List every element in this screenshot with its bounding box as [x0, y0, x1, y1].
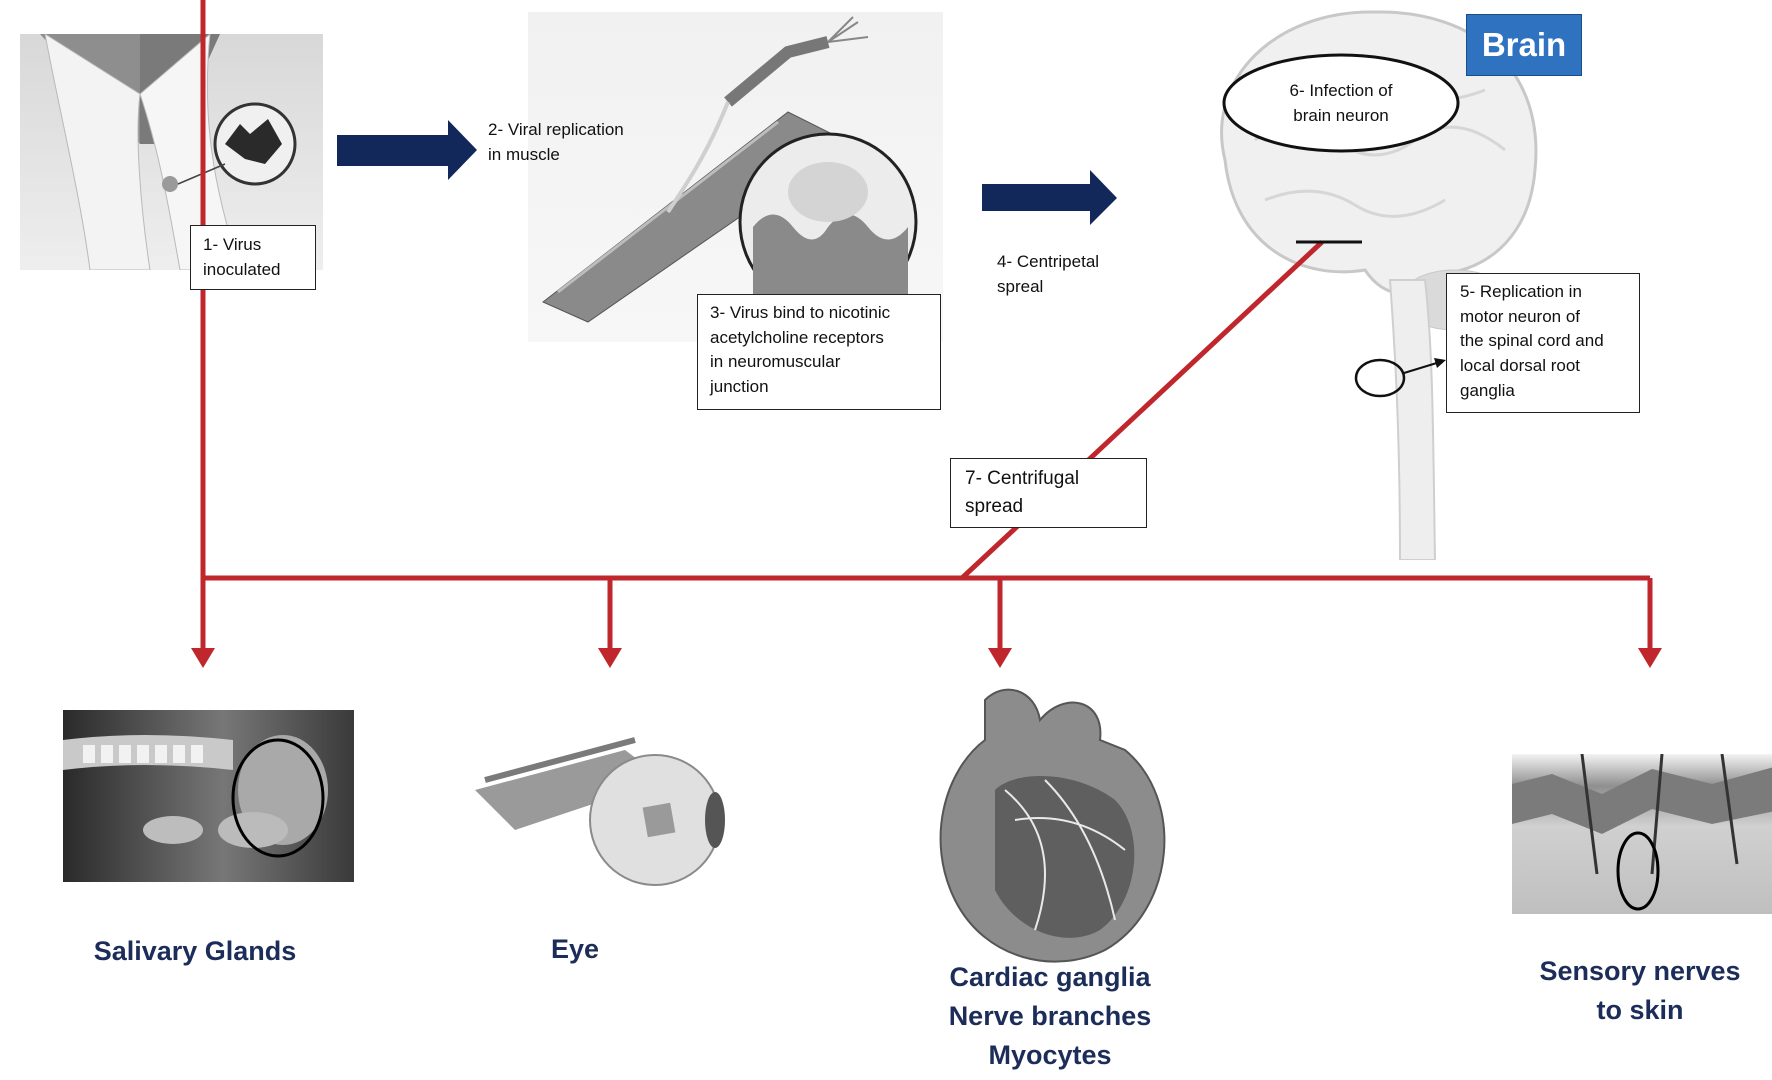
skin-line2: to skin: [1596, 995, 1684, 1026]
step-4-label: 4- Centripetal spreal: [997, 250, 1099, 299]
step-6-line1: 6- Infection of: [1289, 81, 1393, 100]
step-5-line5: ganglia: [1460, 380, 1515, 400]
muscle-nmj-illustration: [528, 12, 943, 342]
step-3-line1: 3- Virus bind to nicotinic: [710, 303, 891, 322]
step-2-line1: 2- Viral replication: [488, 120, 624, 139]
skin-title: Sensory nerves to skin: [1500, 952, 1772, 1030]
arrow-to-muscle: [337, 120, 477, 180]
step-1-label: 1- Virus inoculated: [190, 225, 316, 290]
heart-drawing: [939, 688, 1166, 963]
spinal-cord-circle: [1354, 358, 1406, 398]
skin-line1: Sensory nerves: [1539, 956, 1741, 986]
step-3-label: 3- Virus bind to nicotinic acetylcholine…: [697, 294, 941, 410]
eye-image: [475, 720, 735, 895]
step-4-line1: 4- Centripetal: [997, 252, 1100, 271]
spinal-cord-pointer: [1403, 361, 1441, 374]
step-2-line2: in muscle: [488, 144, 560, 164]
cardiac-line2: Nerve branches: [948, 1001, 1152, 1032]
salivary-glands-title: Salivary Glands: [93, 936, 297, 966]
step-6-label: 6- Infection of brain neuron: [1241, 79, 1441, 128]
step-5-line3: the spinal cord and: [1460, 331, 1604, 351]
step-5-label: 5- Replication in motor neuron of the sp…: [1446, 273, 1640, 413]
step-3-line4: junction: [710, 376, 769, 396]
salivary-gland-image: [63, 710, 354, 882]
cardiac-line1: Cardiac ganglia: [949, 962, 1151, 992]
arrowhead-skin: [1638, 648, 1662, 668]
step-1-line2: inoculated: [203, 259, 281, 279]
cardiac-title: Cardiac ganglia Nerve branches Myocytes: [900, 958, 1200, 1075]
step-6-line2: brain neuron: [1293, 105, 1389, 125]
step-5-line4: local dorsal root: [1460, 355, 1581, 375]
step-1-line1: 1- Virus: [203, 235, 262, 254]
brain-tag: Brain: [1466, 14, 1582, 76]
eye-drawing: [475, 737, 725, 886]
step-3-line2: acetylcholine receptors: [710, 327, 884, 347]
step-5-line1: 5- Replication in: [1460, 282, 1582, 301]
arrowhead-salivary: [191, 648, 215, 668]
step-7-line2: spread: [965, 495, 1024, 517]
arrowhead-cardiac: [988, 648, 1012, 668]
step-7-line1: 7- Centrifugal: [965, 468, 1080, 489]
eye-title: Eye: [550, 934, 600, 964]
skin-image: [1512, 754, 1772, 914]
step-5-line2: motor neuron of: [1460, 306, 1581, 326]
heart-image: [925, 680, 1195, 970]
step-7-label: 7- Centrifugal spread: [950, 458, 1147, 528]
arrow-to-brain: [982, 170, 1117, 225]
leg-bite-illustration: [20, 34, 323, 270]
brain-neuron-oval: [1222, 53, 1460, 153]
spinal-cord-pointer-head: [1434, 358, 1446, 368]
step-4-line2: spreal: [997, 276, 1044, 296]
salivary-drawing: [63, 735, 328, 858]
step-3-line3: in neuromuscular: [710, 352, 841, 372]
skin-drawing: [1512, 754, 1772, 911]
cardiac-line3: Myocytes: [988, 1040, 1112, 1071]
leg-drawing: [40, 34, 297, 270]
arrowhead-eye: [598, 648, 622, 668]
muscle-drawing: [542, 16, 918, 323]
step-2-label: 2- Viral replication in muscle: [488, 118, 624, 167]
